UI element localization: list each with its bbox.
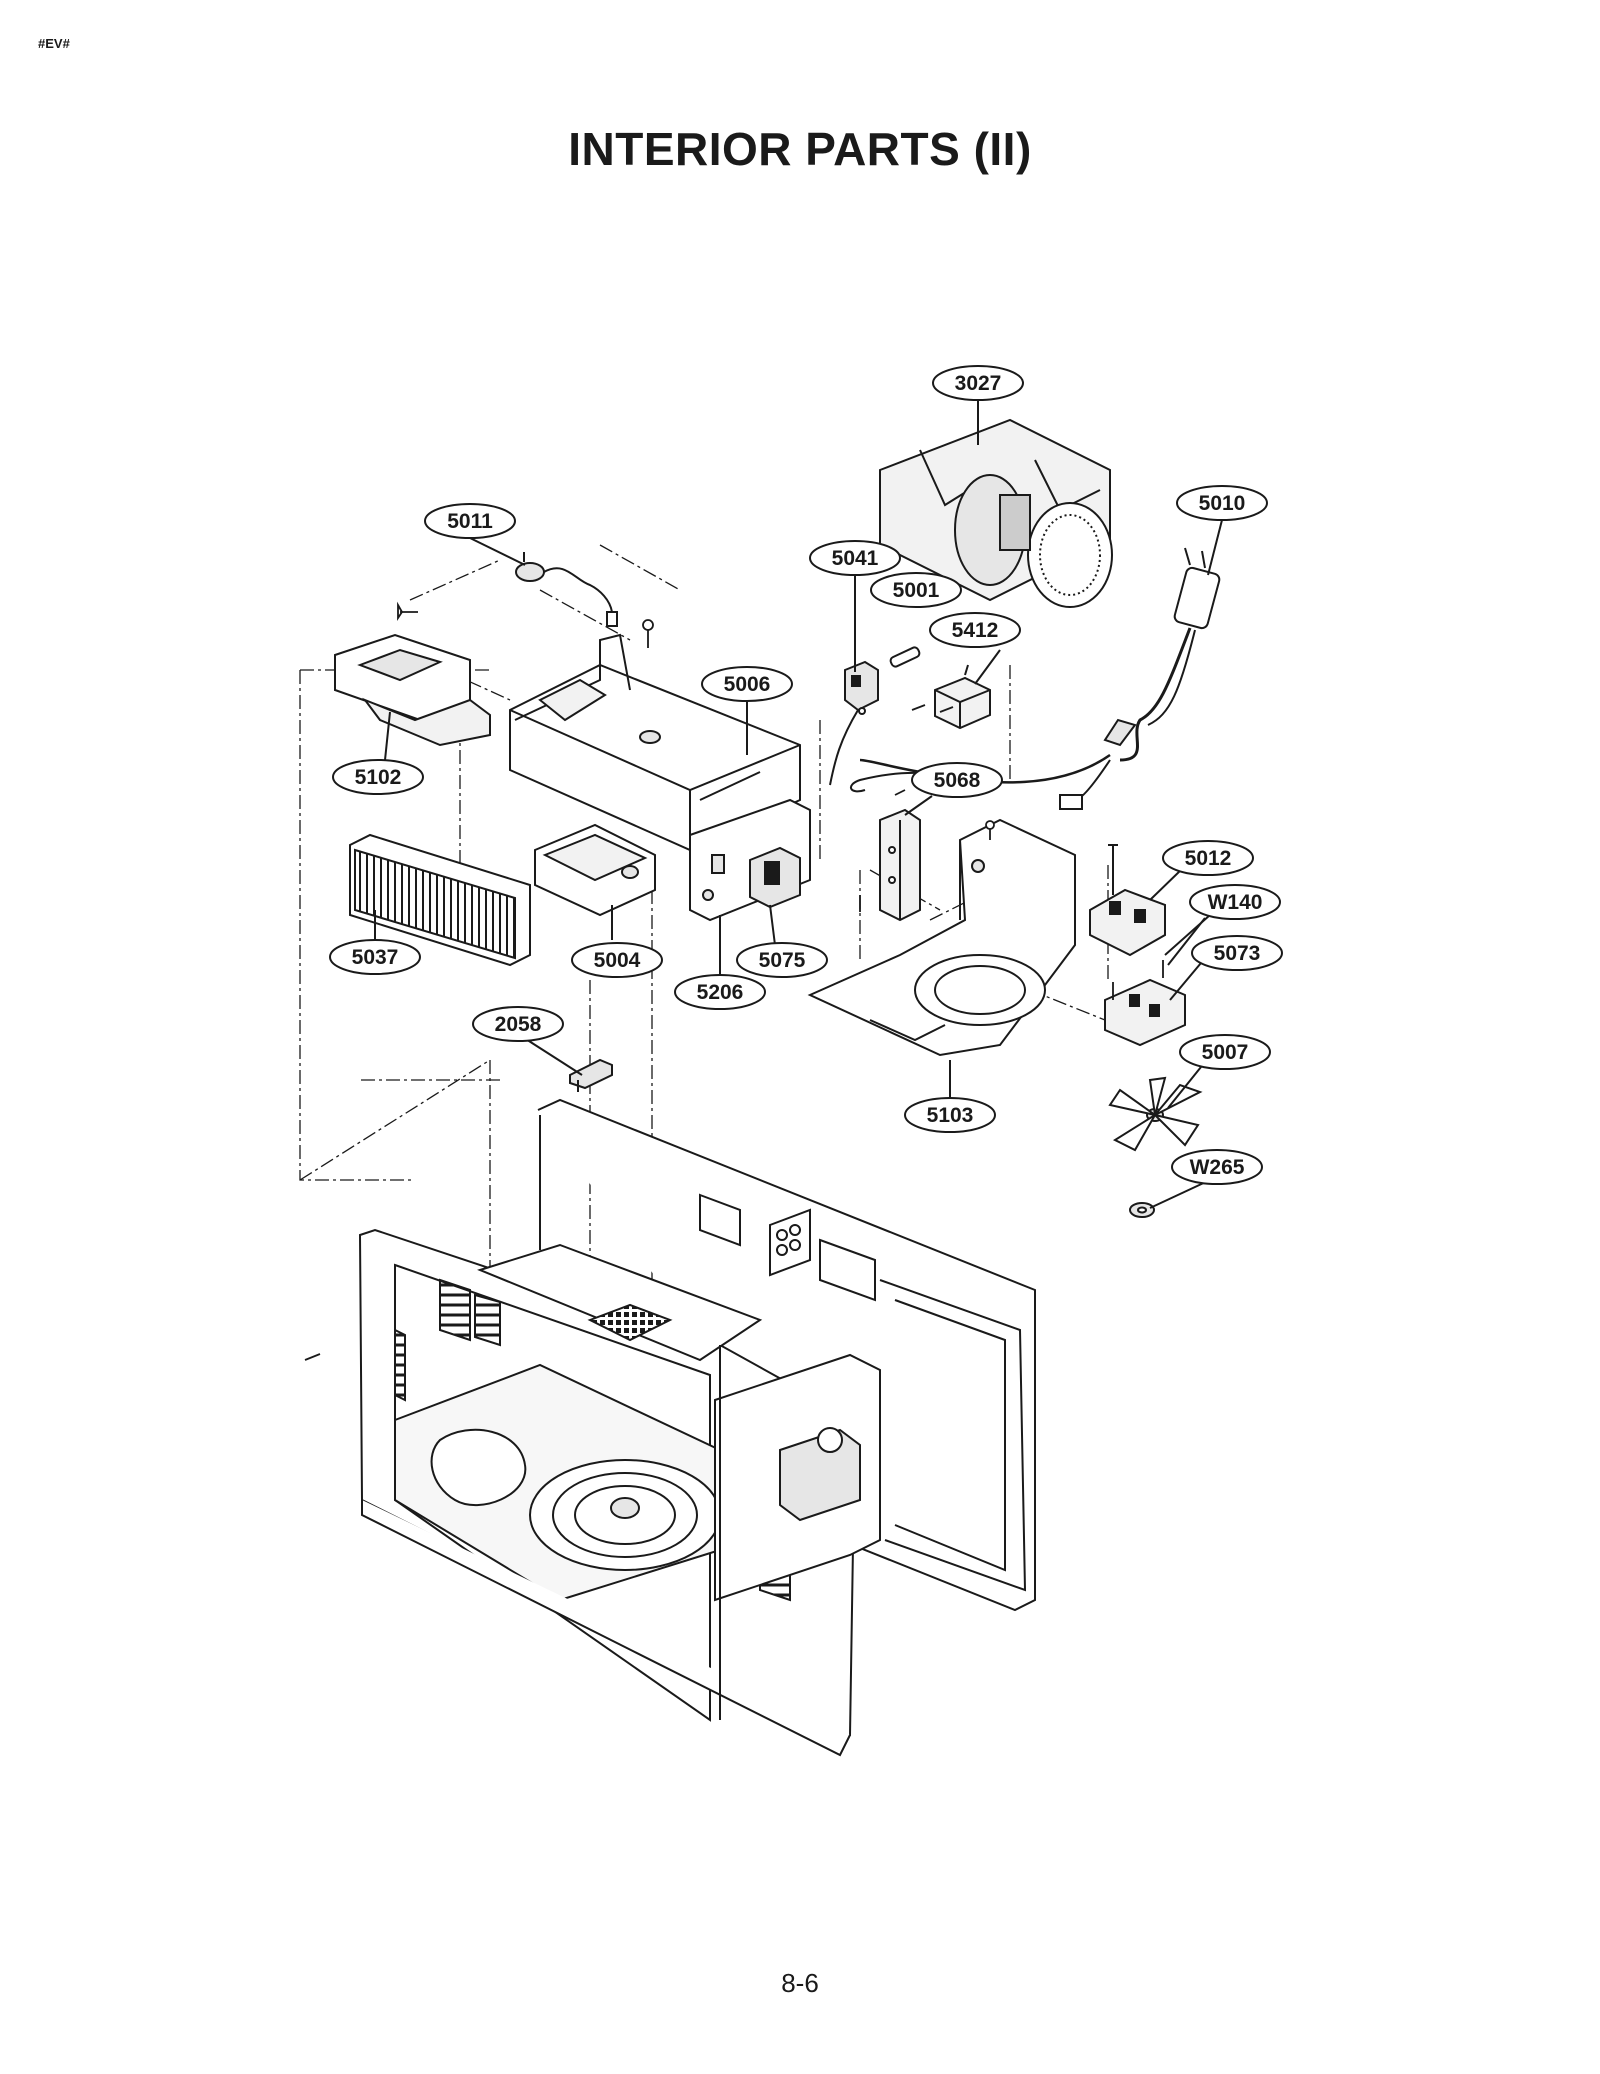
blower-motor-part-3027: [879, 418, 1113, 608]
callout-label-5011: 5011: [447, 510, 493, 533]
fuse-part-5001: [889, 646, 921, 668]
switch-assembly-part-5012: [1089, 844, 1166, 957]
callout-5011: 5011: [424, 503, 516, 539]
air-guide-part-5102: [334, 633, 491, 747]
callout-label-5103: 5103: [927, 1104, 974, 1127]
callout-5075: 5075: [736, 942, 828, 978]
callout-5103: 5103: [904, 1097, 996, 1133]
callout-label-5073: 5073: [1214, 942, 1261, 965]
latch-part-2058: [569, 1058, 613, 1092]
callout-5001: 5001: [870, 572, 962, 608]
callout-5041: 5041: [809, 540, 901, 576]
callout-label-5412: 5412: [952, 619, 999, 642]
callout-label-5068: 5068: [934, 769, 981, 792]
callout-label-5206: 5206: [697, 981, 744, 1004]
base-pan-part-5103: [807, 818, 1076, 1057]
bracket-part-5068: [879, 808, 921, 922]
callout-w265: W265: [1171, 1149, 1263, 1185]
callout-label-5075: 5075: [759, 949, 806, 972]
callout-3027: 3027: [932, 365, 1024, 401]
grease-filter-part-5037: [349, 833, 531, 967]
callout-label-5037: 5037: [352, 946, 399, 969]
callout-label-5001: 5001: [893, 579, 940, 602]
callout-label-5004: 5004: [594, 949, 641, 972]
leader-lines: [374, 400, 1223, 1209]
callout-label-5010: 5010: [1199, 492, 1246, 515]
callout-5004: 5004: [571, 942, 663, 978]
callout-label-5102: 5102: [355, 766, 402, 789]
callout-label-w265: W265: [1190, 1156, 1245, 1179]
callout-2058: 2058: [472, 1006, 564, 1042]
callout-label-5041: 5041: [832, 547, 879, 570]
bracket-part-5073: [1104, 978, 1186, 1047]
page-number: 8-6: [781, 1968, 819, 1998]
callout-5037: 5037: [329, 939, 421, 975]
callout-label-5006: 5006: [724, 673, 771, 696]
callout-5102: 5102: [332, 759, 424, 795]
cover-part-5004: [534, 823, 656, 917]
component-part-5412: [934, 664, 991, 730]
washer-part-w265: [1129, 1202, 1155, 1218]
callout-5012: 5012: [1162, 840, 1254, 876]
callout-5006: 5006: [701, 666, 793, 702]
fan-blade-part-5007: [1108, 1076, 1203, 1152]
callout-label-w140: W140: [1208, 891, 1263, 914]
thermostat-part-5011: [515, 552, 618, 627]
callout-5007: 5007: [1179, 1034, 1271, 1070]
callout-label-5007: 5007: [1202, 1041, 1249, 1064]
callout-label-5012: 5012: [1185, 847, 1232, 870]
fuse-holder-part-5041: [829, 660, 879, 786]
page-title: INTERIOR PARTS (II): [568, 123, 1032, 175]
callout-5412: 5412: [929, 612, 1021, 648]
callout-5068: 5068: [911, 762, 1003, 798]
callout-w140: W140: [1189, 884, 1281, 920]
callout-5073: 5073: [1191, 935, 1283, 971]
oven-cavity-frame: [358, 1098, 1036, 1757]
callout-label-2058: 2058: [495, 1013, 542, 1036]
motor-part-5075: [749, 846, 801, 909]
document-code-tag: #EV#: [38, 36, 70, 51]
callout-5010: 5010: [1176, 485, 1268, 521]
power-cord-part-5010: [850, 547, 1221, 810]
callout-5206: 5206: [674, 974, 766, 1010]
screws: [304, 601, 1164, 1361]
callout-label-3027: 3027: [955, 372, 1002, 395]
